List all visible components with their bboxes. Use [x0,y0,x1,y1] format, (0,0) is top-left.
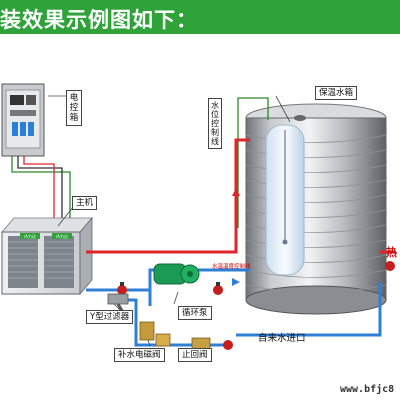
label-level-control: 水位控制线 [208,98,222,149]
flow-arrow-icon [232,278,240,286]
unit-brand-text: iA力达 [56,233,68,239]
label-control-box: 电控箱 [66,90,82,126]
control-box [1,83,45,157]
watermark: www.bfjc8 [340,384,395,395]
label-y-filter: Y型过滤器 [86,310,134,324]
label-check-valve: 止回阀 [178,348,212,362]
label-hot-out: 热 [386,246,397,259]
control-wires [11,97,269,232]
installation-diagram: iA力达 iA力达 [1,83,396,353]
header-banner: 装效果示例图如下： [0,0,400,34]
label-water-tank: 保温水箱 [315,86,358,100]
label-main-unit: 主机 [72,196,98,210]
unit-brand-text: iA力达 [24,233,36,239]
makeup-solenoid-valve [139,321,171,347]
label-circulation-pump: 循环泵 [178,306,212,320]
flow-arrow-icon [232,188,240,196]
circulation-pump [153,263,200,285]
valve-icon [117,261,395,350]
label-pipe-note: 水温温度控制线 [212,264,251,270]
heat-pump-unit: iA力达 iA力达 [1,216,93,296]
label-tap-inlet: 自来水进口 [258,333,306,344]
water-tank [245,103,387,315]
page-title: 装效果示例图如下： [0,8,198,32]
label-makeup-valve: 补水电磁阀 [114,348,165,362]
